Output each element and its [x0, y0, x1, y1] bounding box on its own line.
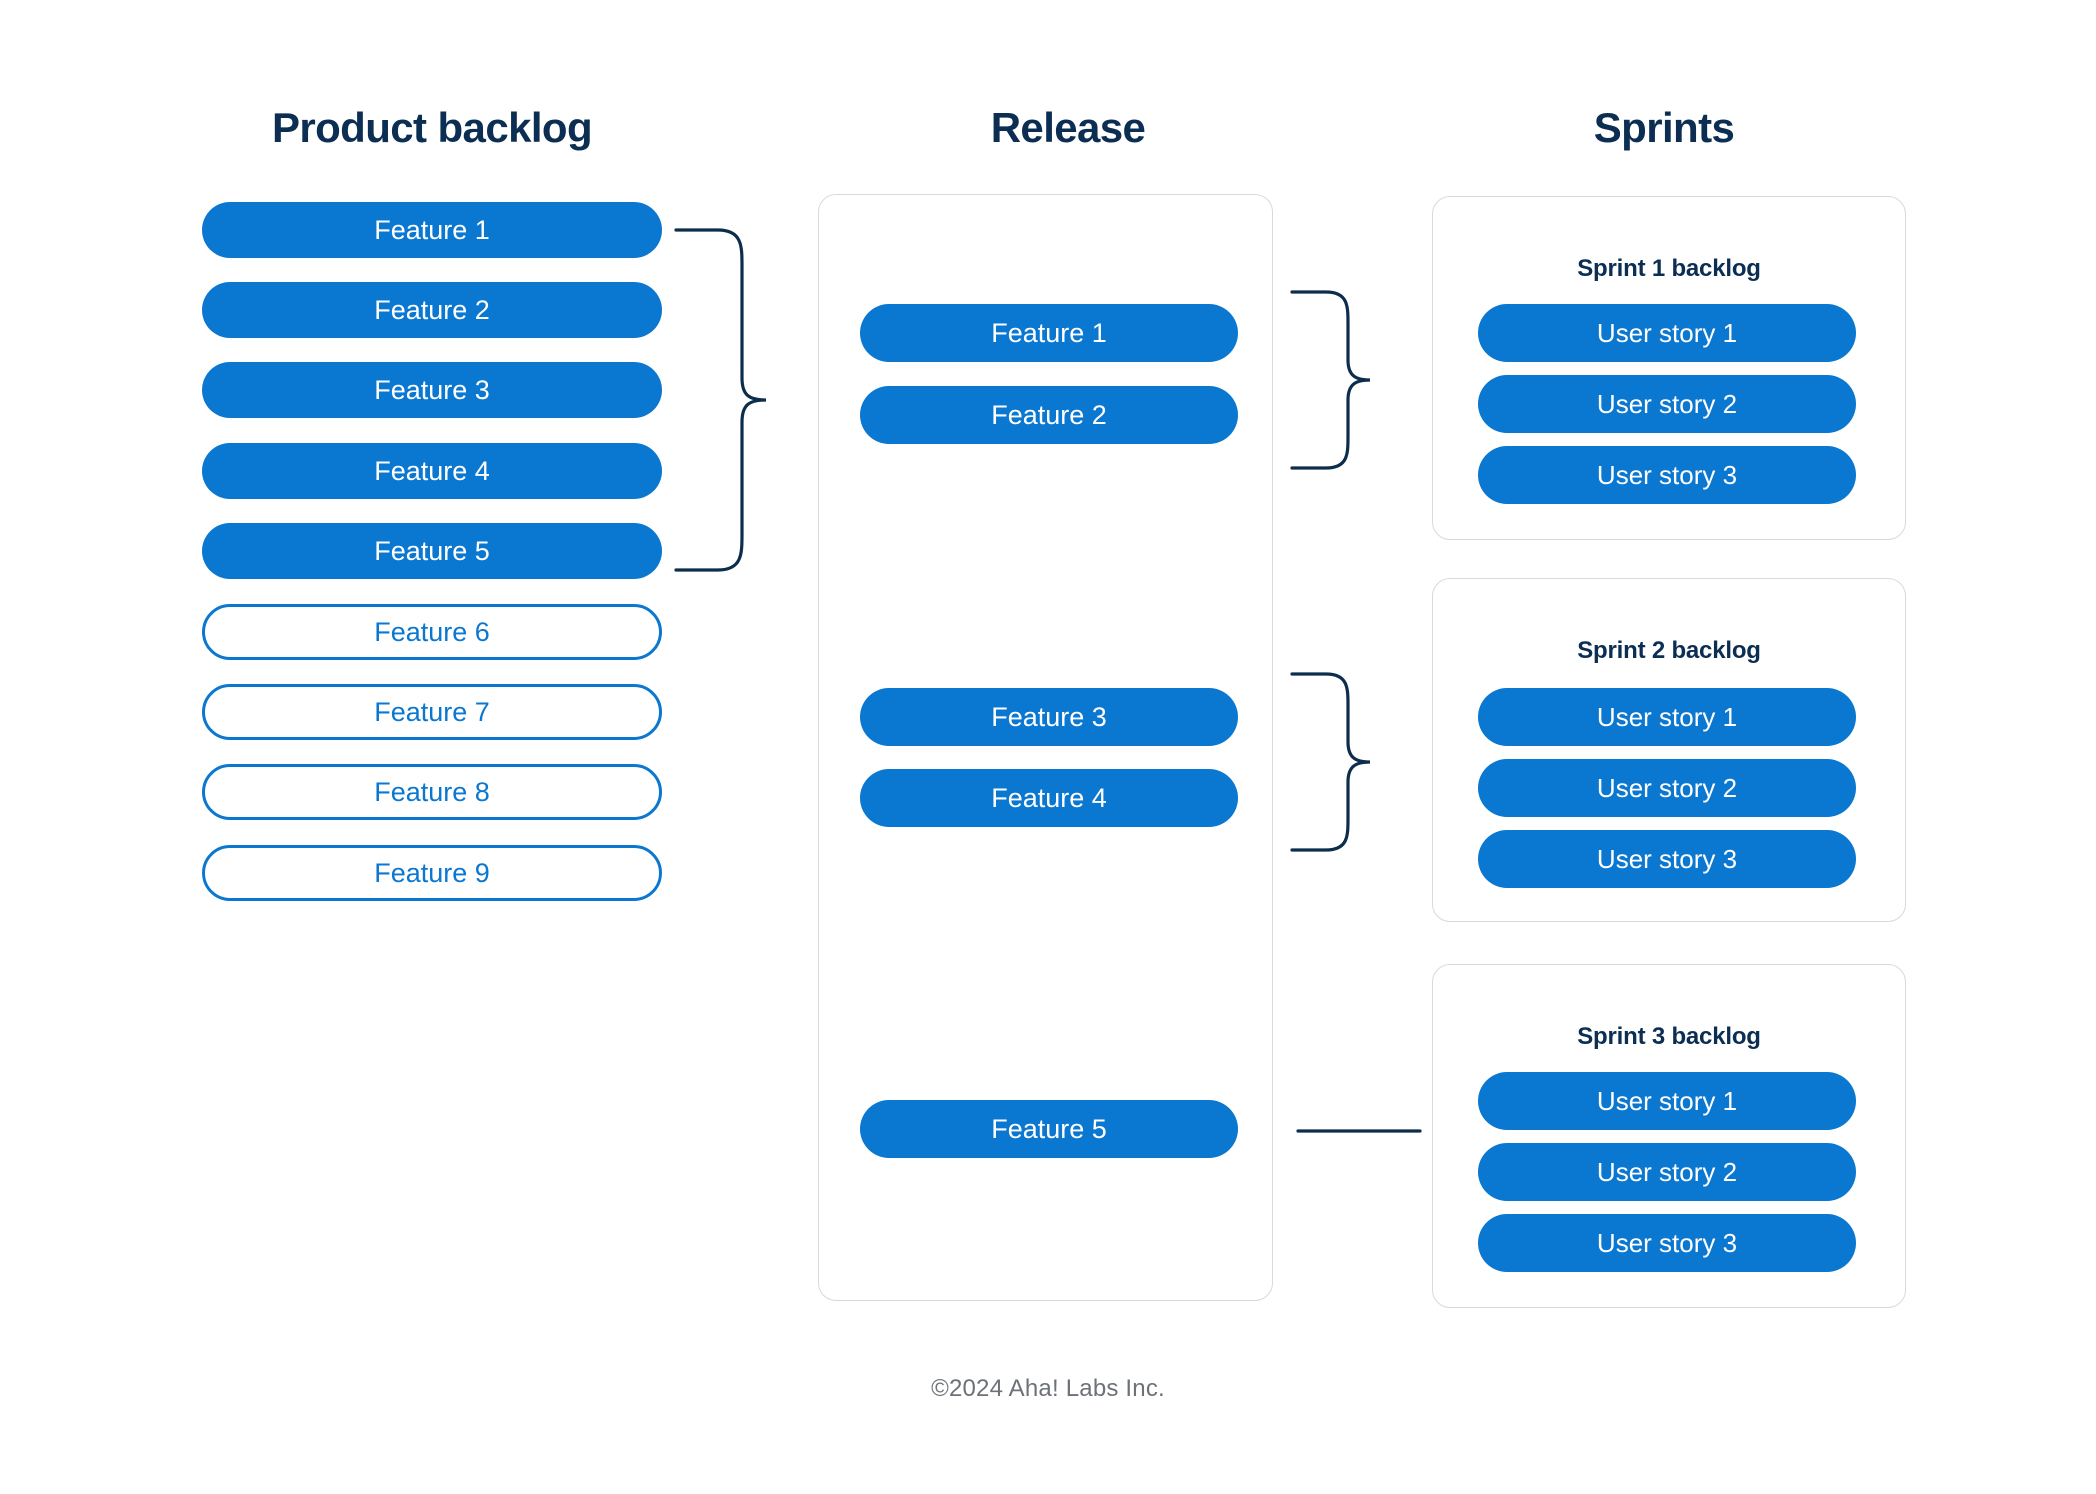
connector-release-to-sprint-1 [1290, 290, 1371, 470]
release-item-feature-2[interactable]: Feature 2 [860, 386, 1238, 444]
release-item-feature-4[interactable]: Feature 4 [860, 769, 1238, 827]
backlog-item-feature-3[interactable]: Feature 3 [202, 362, 662, 418]
backlog-item-feature-5[interactable]: Feature 5 [202, 523, 662, 579]
backlog-item-feature-4[interactable]: Feature 4 [202, 443, 662, 499]
backlog-item-feature-1[interactable]: Feature 1 [202, 202, 662, 258]
sprint-card-1-title: Sprint 1 backlog [1577, 255, 1761, 282]
sprint-2-story-1[interactable]: User story 1 [1478, 688, 1856, 746]
release-item-feature-1[interactable]: Feature 1 [860, 304, 1238, 362]
sprint-3-story-3[interactable]: User story 3 [1478, 1214, 1856, 1272]
backlog-item-feature-9[interactable]: Feature 9 [202, 845, 662, 901]
release-item-feature-3[interactable]: Feature 3 [860, 688, 1238, 746]
column-title-release: Release [990, 104, 1146, 151]
release-item-feature-5[interactable]: Feature 5 [860, 1100, 1238, 1158]
backlog-item-feature-8[interactable]: Feature 8 [202, 764, 662, 820]
backlog-item-feature-2[interactable]: Feature 2 [202, 282, 662, 338]
sprint-3-story-2[interactable]: User story 2 [1478, 1143, 1856, 1201]
column-title-product-backlog: Product backlog [271, 104, 593, 151]
sprint-3-story-1[interactable]: User story 1 [1478, 1072, 1856, 1130]
connector-backlog-to-release [674, 228, 767, 572]
sprint-card-2-title: Sprint 2 backlog [1577, 637, 1761, 664]
column-title-sprints: Sprints [1593, 104, 1735, 151]
connector-release-to-sprint-2 [1290, 672, 1371, 852]
backlog-item-feature-6[interactable]: Feature 6 [202, 604, 662, 660]
sprint-1-story-3[interactable]: User story 3 [1478, 446, 1856, 504]
sprint-2-story-2[interactable]: User story 2 [1478, 759, 1856, 817]
sprint-1-story-1[interactable]: User story 1 [1478, 304, 1856, 362]
footer-copyright: ©2024 Aha! Labs Inc. [931, 1375, 1165, 1402]
sprint-2-story-3[interactable]: User story 3 [1478, 830, 1856, 888]
backlog-item-feature-7[interactable]: Feature 7 [202, 684, 662, 740]
sprint-1-story-2[interactable]: User story 2 [1478, 375, 1856, 433]
sprint-card-3-title: Sprint 3 backlog [1577, 1023, 1761, 1050]
